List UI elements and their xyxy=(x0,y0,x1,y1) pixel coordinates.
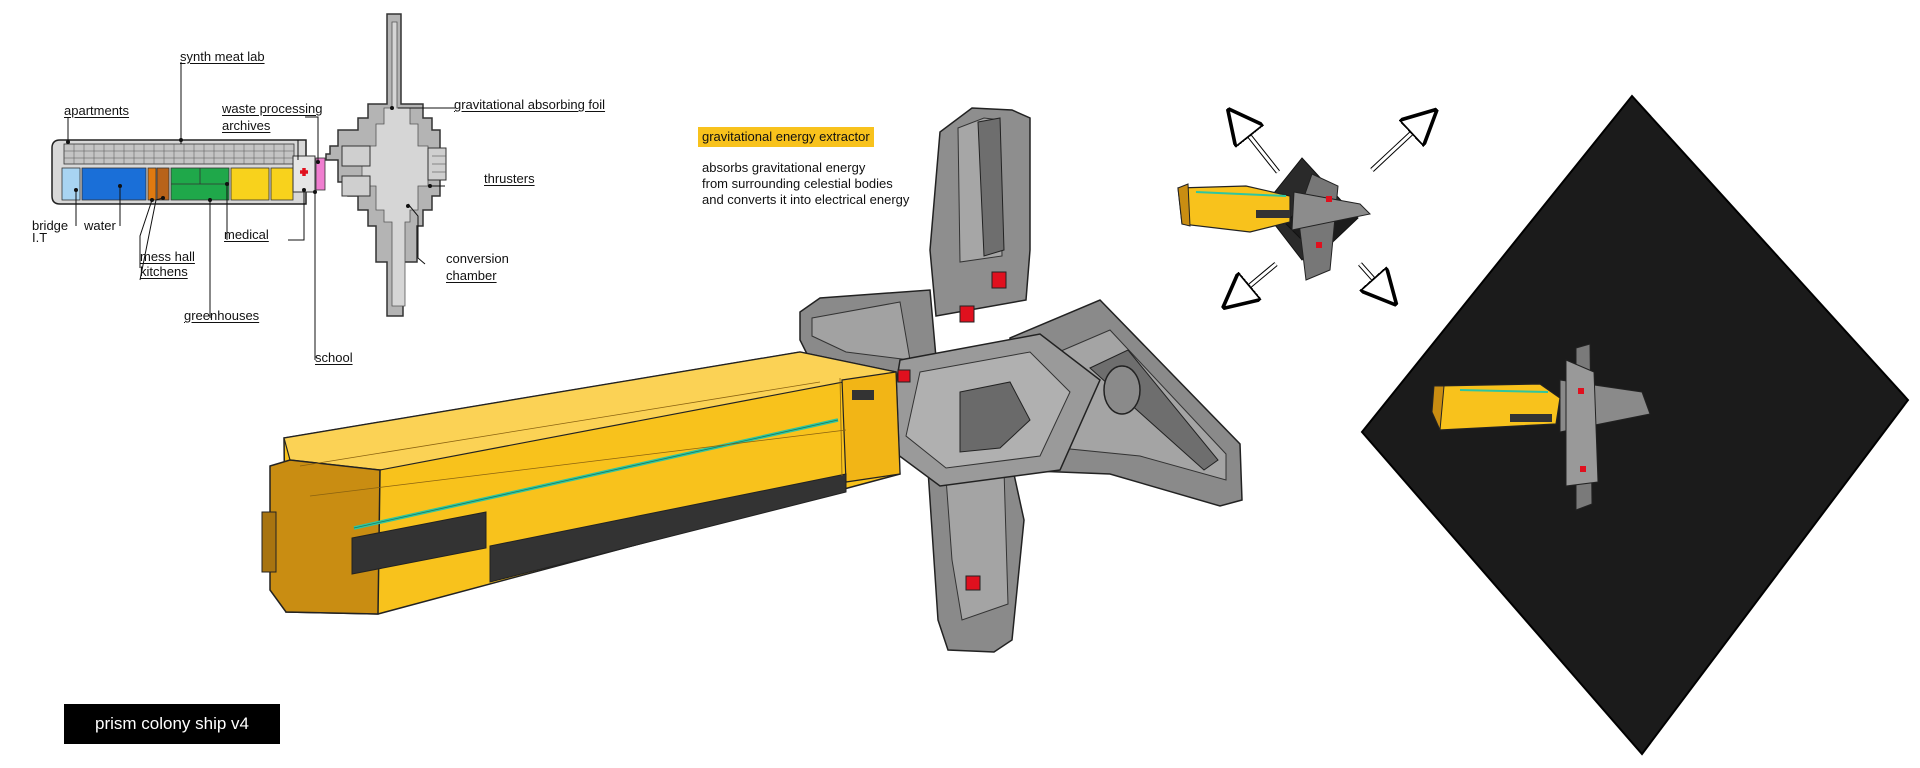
label-waste-processing: waste processing xyxy=(222,101,322,116)
label-conversion: conversion xyxy=(446,251,509,267)
red-marker xyxy=(898,370,910,382)
label-apartments: apartments xyxy=(64,103,129,118)
description-line: and converts it into electrical energy xyxy=(702,192,909,208)
label-thrusters: thrusters xyxy=(484,171,535,186)
water-room xyxy=(82,168,146,200)
extractor-title: gravitational energy extractor xyxy=(698,127,874,147)
label-mess-hall: mess hall xyxy=(140,249,195,264)
label-water: water xyxy=(84,218,116,234)
red-marker xyxy=(992,272,1006,288)
kitchens-room xyxy=(157,168,169,200)
label-greenhouses: greenhouses xyxy=(184,308,259,323)
ship-top-view xyxy=(1178,114,1432,304)
label-synth-meat-lab: synth meat lab xyxy=(180,49,265,64)
medical-room xyxy=(231,168,269,200)
description-line: from surrounding celestial bodies xyxy=(702,176,909,192)
red-marker xyxy=(966,576,980,590)
mess-hall-room xyxy=(148,168,156,200)
label-it: I.T xyxy=(32,230,47,246)
ship-diamond-view xyxy=(1362,96,1908,754)
label-gravitational-absorbing-foil: gravitational absorbing foil xyxy=(454,97,605,112)
label-chamber: chamber xyxy=(446,268,497,283)
label-school: school xyxy=(315,350,353,365)
label-medical: medical xyxy=(224,227,269,242)
red-marker xyxy=(960,306,974,322)
bridge-room xyxy=(62,168,80,200)
page-title: prism colony ship v4 xyxy=(64,704,280,744)
label-archives: archives xyxy=(222,118,270,133)
description-line: absorbs gravitational energy xyxy=(702,160,909,176)
hull-vent xyxy=(852,390,874,400)
label-kitchens: kitchens xyxy=(140,264,188,279)
extractor-description: absorbs gravitational energy from surrou… xyxy=(702,160,909,208)
